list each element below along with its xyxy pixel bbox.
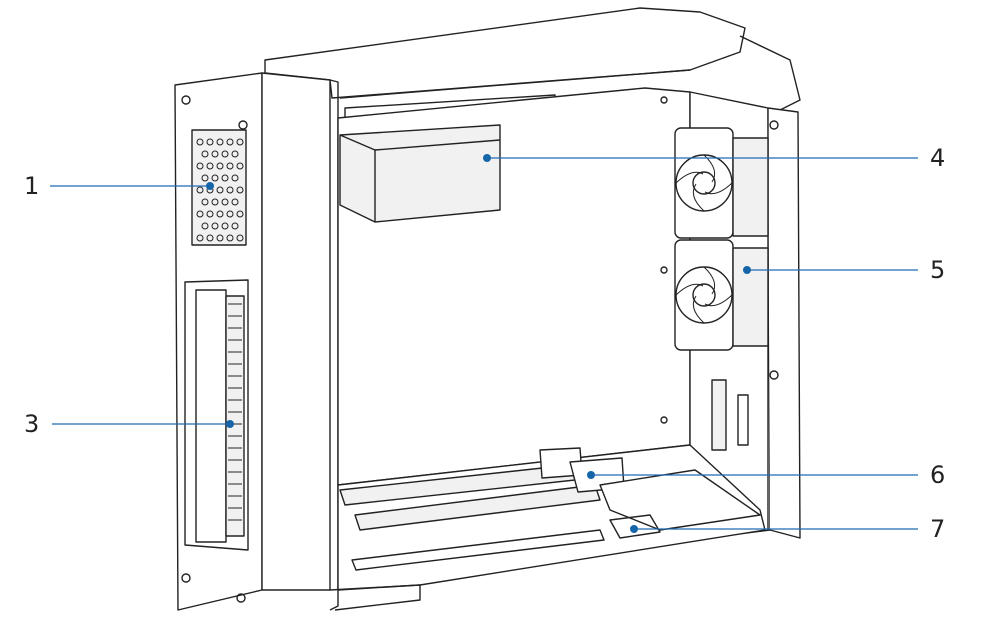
board-plate [599,469,761,531]
callout-6: 6 [930,461,946,489]
fan-lower [674,239,769,351]
chassis-drawing [174,7,801,611]
dot-5 [743,266,751,274]
fan-upper [674,127,769,239]
dot-1 [206,182,214,190]
dot-6 [587,471,595,479]
callout-1: 1 [24,172,40,200]
callout-5: 5 [930,256,946,284]
leader-lines [50,154,918,533]
dot-7 [630,525,638,533]
dot-3 [226,420,234,428]
dot-4 [483,154,491,162]
psu-bracket [339,124,501,223]
top-panel [264,7,746,99]
pcie-slots [339,447,625,531]
callout-7: 7 [930,515,946,543]
callout-3: 3 [24,410,40,438]
callout-4: 4 [930,144,946,172]
